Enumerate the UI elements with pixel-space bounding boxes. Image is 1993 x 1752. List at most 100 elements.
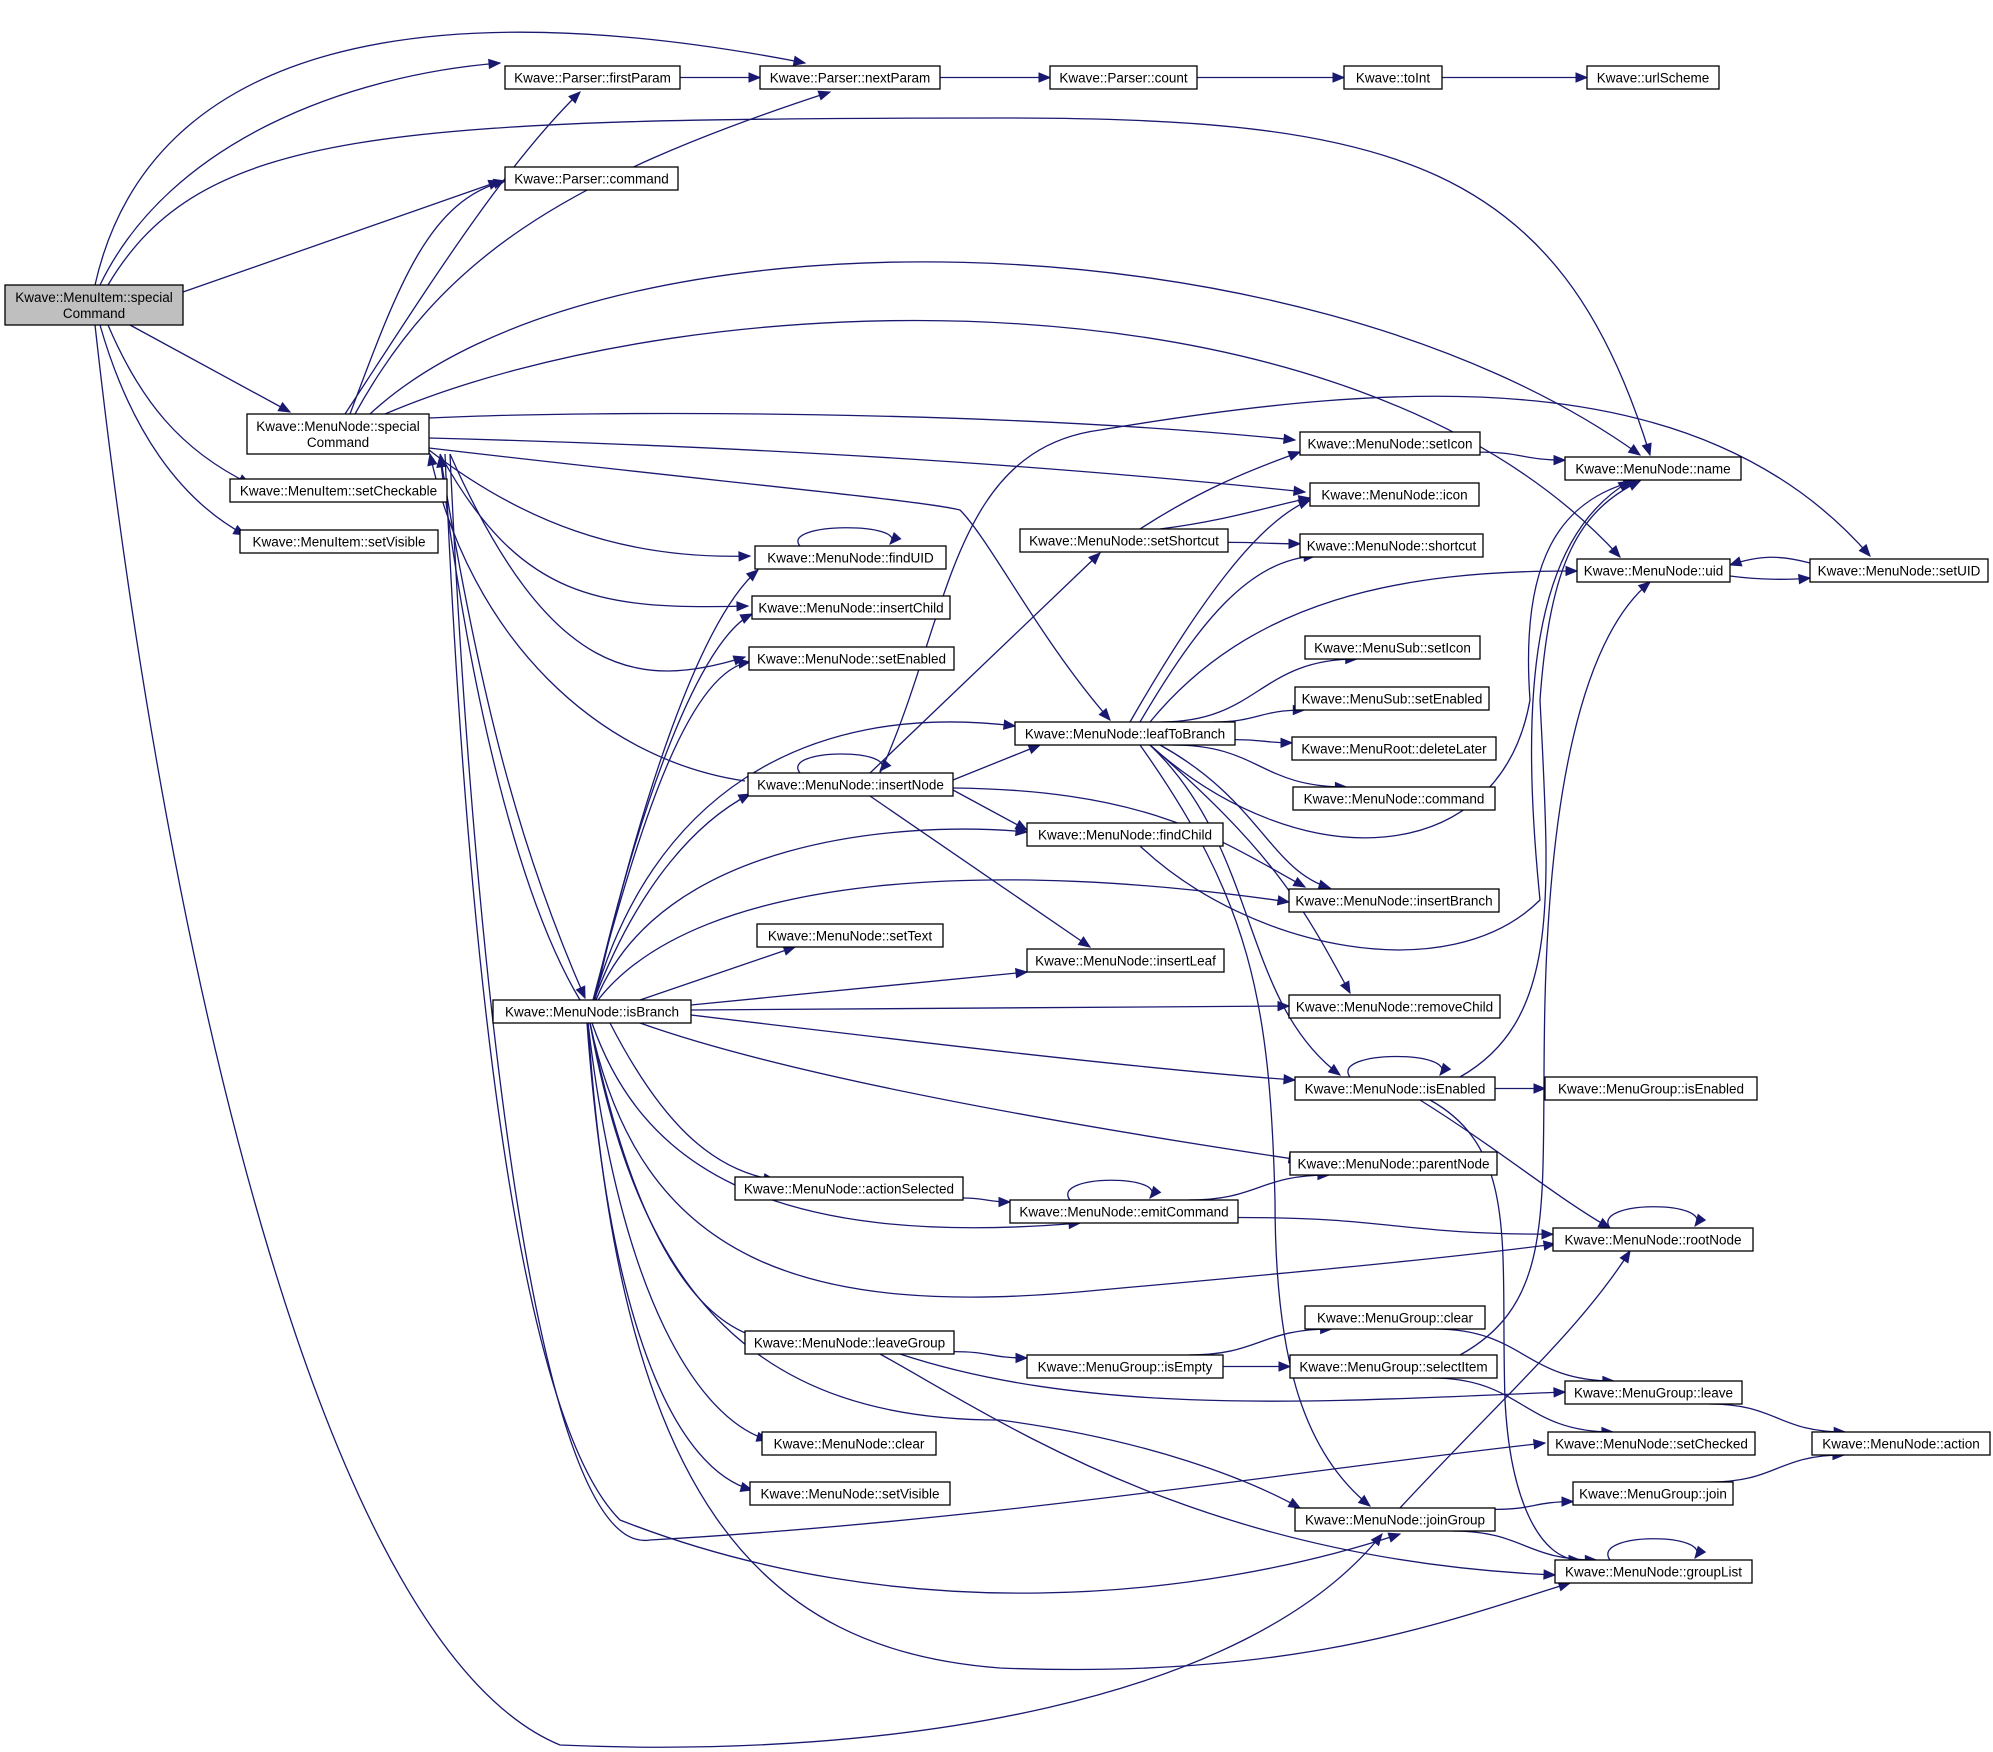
function-node-mn-actionSelected[interactable]: Kwave::MenuNode::actionSelected bbox=[734, 1176, 964, 1201]
call-edge-mi_special-to-mi_setVisible bbox=[99, 324, 247, 536]
function-node-mn-emitCommand[interactable]: Kwave::MenuNode::emitCommand bbox=[1009, 1199, 1239, 1224]
function-node-mg-clear[interactable]: Kwave::MenuGroup::clear bbox=[1304, 1305, 1486, 1330]
function-node-p-command[interactable]: Kwave::Parser::command bbox=[504, 166, 679, 191]
function-node-label: Kwave::MenuNode::setEnabled bbox=[757, 652, 946, 667]
call-edge-mn_insertNode-to-mn_findChild bbox=[952, 789, 1029, 831]
function-node-mg-leave[interactable]: Kwave::MenuGroup::leave bbox=[1564, 1380, 1743, 1405]
call-edge-mn_special-to-mn_isBranch bbox=[439, 453, 586, 1000]
function-node-mr-deleteLater[interactable]: Kwave::MenuRoot::deleteLater bbox=[1291, 736, 1497, 761]
function-node-label: Kwave::MenuNode::shortcut bbox=[1307, 539, 1477, 554]
function-node-mn-parentNode[interactable]: Kwave::MenuNode::parentNode bbox=[1289, 1151, 1498, 1176]
call-edge-mn_isBranch-to-mn_special bbox=[436, 454, 581, 1001]
call-edge-mn_special-to-mn_leafToBranch bbox=[428, 447, 1111, 721]
function-node-p-first[interactable]: Kwave::Parser::firstParam bbox=[504, 65, 681, 90]
function-node-mn-uid[interactable]: Kwave::MenuNode::uid bbox=[1576, 558, 1731, 583]
function-node-mn-rootNode[interactable]: Kwave::MenuNode::rootNode bbox=[1552, 1227, 1754, 1252]
call-edge-mn_special-to-p_command bbox=[349, 178, 507, 415]
function-node-label: Kwave::MenuNode::insertLeaf bbox=[1035, 954, 1216, 969]
function-node-label: Command bbox=[307, 435, 369, 450]
function-node-label: Kwave::Parser::firstParam bbox=[514, 71, 671, 86]
call-edge-mn_special-to-mn_setEnabled bbox=[449, 453, 747, 672]
function-node-mn-isEnabled[interactable]: Kwave::MenuNode::isEnabled bbox=[1294, 1076, 1496, 1101]
function-node-mn-insertLeaf[interactable]: Kwave::MenuNode::insertLeaf bbox=[1026, 948, 1225, 973]
function-node-mn-setChecked[interactable]: Kwave::MenuNode::setChecked bbox=[1547, 1431, 1756, 1456]
function-node-mn-command[interactable]: Kwave::MenuNode::command bbox=[1292, 786, 1496, 811]
function-node-mn-insertNode[interactable]: Kwave::MenuNode::insertNode bbox=[747, 772, 954, 797]
function-node-label: Kwave::MenuGroup::join bbox=[1579, 1487, 1727, 1502]
function-node-ms-setEnabled[interactable]: Kwave::MenuSub::setEnabled bbox=[1294, 686, 1490, 711]
function-node-mi-setVisible[interactable]: Kwave::MenuItem::setVisible bbox=[239, 529, 439, 554]
call-edge-mn_leafToBranch-to-mn_isEnabled bbox=[1149, 744, 1342, 1076]
function-node-mn-leaveGroup[interactable]: Kwave::MenuNode::leaveGroup bbox=[744, 1330, 955, 1355]
call-edge-mn_isEnabled-to-mg_isEnabled bbox=[1495, 1083, 1547, 1094]
function-node-mg-isEmpty[interactable]: Kwave::MenuGroup::isEmpty bbox=[1026, 1354, 1224, 1379]
function-node-mn-findChild[interactable]: Kwave::MenuNode::findChild bbox=[1026, 822, 1224, 847]
function-node-label: Kwave::MenuGroup::isEmpty bbox=[1038, 1360, 1213, 1375]
function-node-p-count[interactable]: Kwave::Parser::count bbox=[1049, 65, 1198, 90]
function-node-mi-setCheckable[interactable]: Kwave::MenuItem::setCheckable bbox=[229, 478, 448, 503]
function-node-label: Kwave::MenuSub::setIcon bbox=[1314, 641, 1471, 656]
function-node-mn-findUID[interactable]: Kwave::MenuNode::findUID bbox=[754, 545, 947, 570]
call-edge-mn_isBranch-to-mn_insertChild bbox=[593, 613, 754, 1001]
function-node-mn-clear[interactable]: Kwave::MenuNode::clear bbox=[761, 1431, 937, 1456]
call-edge-mn_leafToBranch-to-mn_joinGroup bbox=[1139, 744, 1372, 1507]
function-node-mn-setEnabled[interactable]: Kwave::MenuNode::setEnabled bbox=[748, 646, 955, 671]
function-node-urlScheme[interactable]: Kwave::urlScheme bbox=[1586, 65, 1720, 90]
call-edge-mn_special-to-mn_findUID bbox=[428, 449, 752, 562]
function-node-mn-icon[interactable]: Kwave::MenuNode::icon bbox=[1309, 482, 1480, 507]
function-node-mg-join[interactable]: Kwave::MenuGroup::join bbox=[1572, 1481, 1734, 1506]
call-edge-mn_insertNode-to-mn_special bbox=[427, 452, 746, 782]
function-node-mn-removeChild[interactable]: Kwave::MenuNode::removeChild bbox=[1288, 994, 1501, 1019]
call-edge-mn_leafToBranch-to-mn_uid bbox=[1149, 565, 1579, 723]
function-node-label: Kwave::MenuNode::leafToBranch bbox=[1025, 727, 1225, 742]
function-node-label: Kwave::MenuNode::removeChild bbox=[1296, 1000, 1493, 1015]
function-node-p-next[interactable]: Kwave::Parser::nextParam bbox=[759, 65, 941, 90]
function-node-label: Kwave::MenuNode::leaveGroup bbox=[754, 1336, 945, 1351]
call-edge-mn_leafToBranch-to-mn_shortcut bbox=[1139, 551, 1317, 723]
function-node-label: Kwave::MenuNode::setChecked bbox=[1555, 1437, 1748, 1452]
call-edge-mn_insertNode-to-mn_insertNode bbox=[797, 753, 892, 774]
function-node-label: Kwave::MenuNode::setUID bbox=[1818, 564, 1981, 579]
function-node-label: Kwave::MenuNode::clear bbox=[774, 1437, 925, 1452]
function-node-ms-setIcon[interactable]: Kwave::MenuSub::setIcon bbox=[1304, 635, 1481, 660]
call-edge-mn_emitCommand-to-mn_rootNode bbox=[1237, 1216, 1555, 1240]
function-node-label: Kwave::MenuGroup::clear bbox=[1317, 1311, 1474, 1326]
function-node-label: Kwave::MenuNode::isEnabled bbox=[1305, 1082, 1486, 1097]
function-node-mn-setText[interactable]: Kwave::MenuNode::setText bbox=[756, 923, 944, 948]
function-node-mn-setIcon[interactable]: Kwave::MenuNode::setIcon bbox=[1299, 431, 1481, 456]
call-edge-mn_leafToBranch-to-ms_setEnabled bbox=[1212, 704, 1306, 723]
call-edge-mn_actionSelected-to-mn_emitCommand bbox=[962, 1196, 1012, 1208]
call-edge-mi_special-to-mn_special bbox=[129, 324, 292, 413]
function-node-mn-insertChild[interactable]: Kwave::MenuNode::insertChild bbox=[751, 595, 951, 620]
call-edge-mn_isEnabled-to-mn_name bbox=[1459, 480, 1642, 1078]
call-edge-toInt-to-urlScheme bbox=[1442, 72, 1589, 83]
call-edge-mn_isBranch-to-mn_actionSelected bbox=[609, 1022, 777, 1184]
function-node-mn-leafToBranch[interactable]: Kwave::MenuNode::leafToBranch bbox=[1014, 721, 1236, 746]
function-node-mg-selectItem[interactable]: Kwave::MenuGroup::selectItem bbox=[1289, 1354, 1498, 1379]
call-edge-mn_setIcon-to-mn_name bbox=[1479, 451, 1567, 466]
call-edge-mn_findUID-to-mn_findUID bbox=[797, 527, 902, 547]
call-edge-mn_special-to-mn_icon bbox=[428, 437, 1307, 497]
call-edge-mn_leafToBranch-to-mr_deleteLater bbox=[1234, 737, 1294, 749]
function-node-label: Kwave::MenuGroup::isEnabled bbox=[1558, 1082, 1744, 1097]
function-node-mg-isEnabled[interactable]: Kwave::MenuGroup::isEnabled bbox=[1544, 1076, 1758, 1101]
function-node-mn-setVisible[interactable]: Kwave::MenuNode::setVisible bbox=[749, 1481, 951, 1506]
function-node-label: Kwave::MenuNode::command bbox=[1304, 792, 1485, 807]
call-edge-mn_isBranch-to-mn_findChild bbox=[595, 825, 1029, 1001]
function-node-mn-shortcut[interactable]: Kwave::MenuNode::shortcut bbox=[1299, 533, 1484, 558]
call-edge-mn_leaveGroup-to-mg_leave bbox=[899, 1353, 1567, 1402]
function-node-mn-insertBranch[interactable]: Kwave::MenuNode::insertBranch bbox=[1288, 888, 1500, 913]
call-edge-mn_special-to-mn_insertChild bbox=[439, 453, 750, 612]
function-node-toInt[interactable]: Kwave::toInt bbox=[1343, 65, 1443, 90]
function-node-mn-setShortcut[interactable]: Kwave::MenuNode::setShortcut bbox=[1019, 528, 1229, 553]
function-node-mn-setUID[interactable]: Kwave::MenuNode::setUID bbox=[1809, 558, 1989, 583]
function-node-mn-joinGroup[interactable]: Kwave::MenuNode::joinGroup bbox=[1294, 1507, 1496, 1532]
function-node-mn-name[interactable]: Kwave::MenuNode::name bbox=[1564, 456, 1742, 481]
function-node-mn-action[interactable]: Kwave::MenuNode::action bbox=[1811, 1431, 1991, 1456]
function-node-label: Kwave::Parser::command bbox=[514, 172, 669, 187]
function-node-mn-isBranch[interactable]: Kwave::MenuNode::isBranch bbox=[492, 999, 692, 1024]
call-edge-mn_insertNode-to-mn_leafToBranch bbox=[952, 744, 1042, 781]
function-node-mn-groupList[interactable]: Kwave::MenuNode::groupList bbox=[1554, 1559, 1753, 1584]
